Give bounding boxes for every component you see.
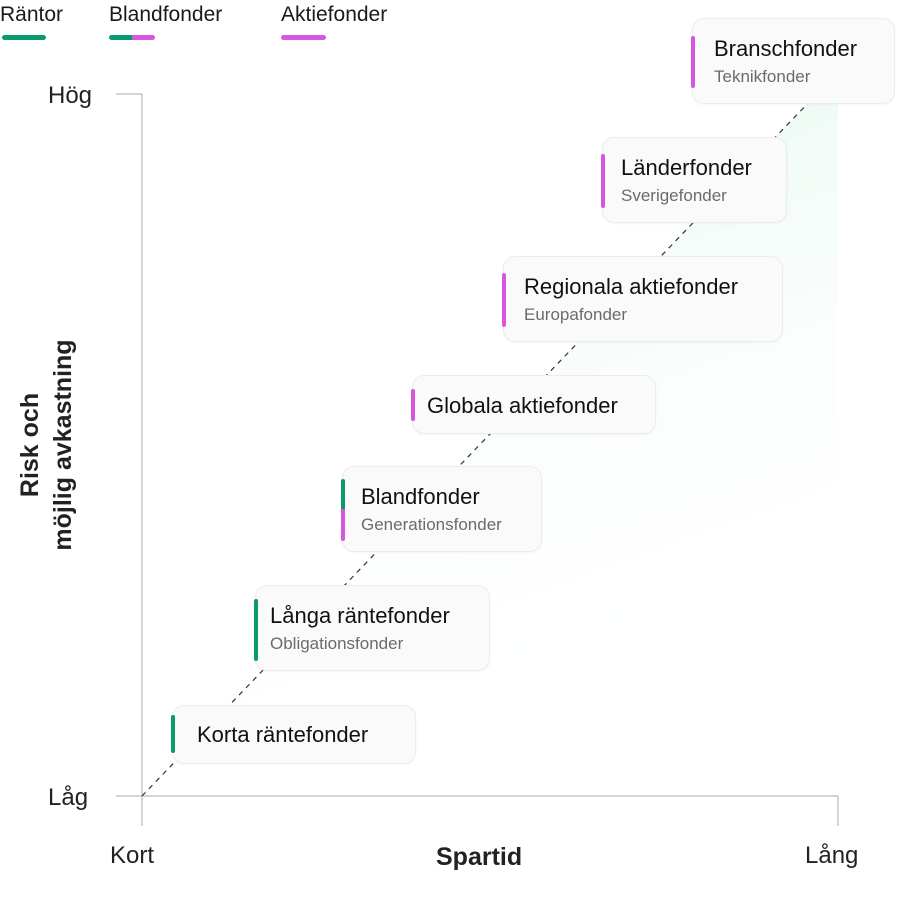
legend-label: Räntor [0, 3, 64, 26]
y-label-low: Låg [48, 784, 89, 811]
legend-label: Blandfonder [109, 3, 223, 26]
x-label-short: Kort [110, 842, 155, 869]
fund-title: Korta räntefonder [197, 722, 369, 747]
fund-card-korta-rantefonder: Korta räntefonder [171, 705, 416, 764]
fund-card-landerfonder: Länderfonder Sverigefonder [601, 137, 787, 223]
fund-subtitle: Obligationsfonder [270, 634, 404, 653]
category-bar [171, 715, 175, 753]
fund-card-globala-aktiefonder: Globala aktiefonder [411, 375, 656, 434]
x-axis-title: Spartid [436, 843, 523, 871]
diagonal-trend-line [141, 71, 839, 797]
category-bar [254, 599, 258, 661]
fund-card-branschfonder: Branschfonder Teknikfonder [691, 18, 895, 104]
category-bar [691, 36, 695, 88]
category-bar [341, 479, 345, 541]
category-bar [502, 273, 506, 327]
category-bar [411, 389, 415, 421]
y-axis-title: Risk och möjlig avkastning [14, 339, 80, 550]
x-label-long: Lång [805, 842, 859, 869]
legend-swatch [2, 35, 46, 40]
legend-rantor: Räntor [0, 0, 64, 40]
y-label-high: Hög [48, 82, 93, 109]
fund-card-langa-rantefonder: Långa räntefonder Obligationsfonder [254, 585, 490, 671]
legend-blandfonder: Blandfonder [109, 0, 223, 40]
fund-title: Globala aktiefonder [427, 393, 618, 418]
y-axis-title-line2: möjlig avkastning [49, 339, 77, 551]
legend-label: Aktiefonder [281, 3, 388, 26]
fund-card-regionala-aktiefonder: Regionala aktiefonder Europafonder [502, 256, 783, 342]
fund-subtitle: Sverigefonder [621, 186, 727, 205]
legend-swatch [109, 35, 155, 40]
legend-swatch [281, 35, 326, 40]
fund-title: Blandfonder [361, 484, 480, 509]
fund-title: Regionala aktiefonder [524, 274, 739, 299]
fund-subtitle: Europafonder [524, 305, 628, 324]
y-axis-title-line1: Risk och [16, 392, 44, 498]
legend-aktiefonder: Aktiefonder [281, 0, 388, 40]
fund-card-blandfonder: Blandfonder Generationsfonder [341, 466, 542, 552]
fund-subtitle: Generationsfonder [361, 515, 502, 534]
fund-title: Branschfonder [714, 36, 858, 61]
fund-title: Länderfonder [621, 155, 752, 180]
category-bar [601, 154, 605, 208]
fund-subtitle: Teknikfonder [714, 67, 811, 86]
fund-title: Långa räntefonder [270, 603, 450, 628]
